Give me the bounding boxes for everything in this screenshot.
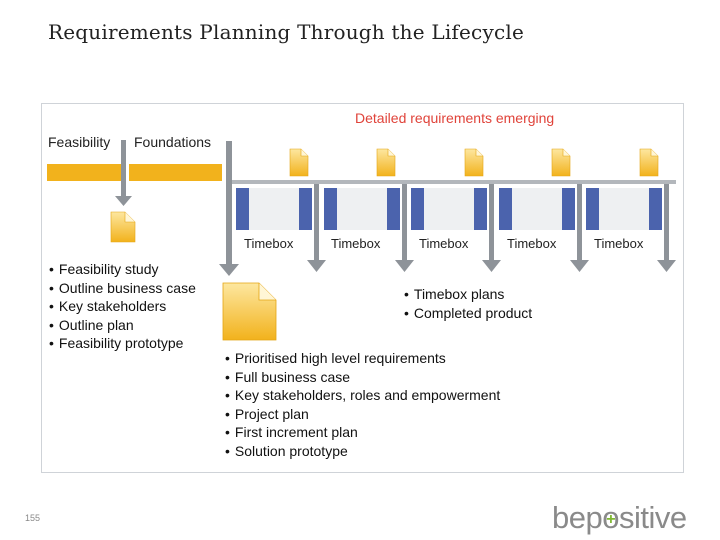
timebox-block: [236, 188, 312, 230]
timebox-outputs-list: Timebox plans Completed product: [404, 285, 532, 322]
feasibility-header: Feasibility: [48, 134, 111, 150]
list-item: Completed product: [404, 304, 532, 323]
document-icon: [376, 148, 396, 177]
timebox-label: Timebox: [419, 236, 469, 251]
plus-icon: +: [606, 510, 616, 528]
foundations-outputs-list: Prioritised high level requirements Full…: [225, 349, 500, 461]
document-icon: [639, 148, 659, 177]
document-icon: [464, 148, 484, 177]
timebox-block: [324, 188, 400, 230]
slide-title: Requirements Planning Through the Lifecy…: [48, 20, 524, 44]
feasibility-phase-bar: [47, 164, 122, 181]
timebox-label: Timebox: [594, 236, 644, 251]
list-item: Outline plan: [49, 316, 196, 335]
timebox-down-arrow: [657, 184, 676, 272]
detailed-requirements-label: Detailed requirements emerging: [355, 110, 555, 126]
feasibility-down-arrow: [115, 140, 132, 206]
list-item: First increment plan: [225, 423, 500, 442]
timebox-block: [499, 188, 575, 230]
timeline-bar: [232, 180, 676, 184]
logo-text-post: sitive: [618, 500, 687, 535]
foundations-header: Foundations: [134, 134, 212, 150]
document-icon: [551, 148, 571, 177]
list-item: Full business case: [225, 368, 500, 387]
timebox-down-arrow: [482, 184, 501, 272]
timebox-block: [586, 188, 662, 230]
logo-text-pre: bep: [552, 500, 603, 535]
list-item: Outline business case: [49, 279, 196, 298]
list-item: Solution prototype: [225, 442, 500, 461]
timebox-label: Timebox: [331, 236, 381, 251]
bepositive-logo: bepo+sitive: [552, 500, 687, 536]
list-item: Timebox plans: [404, 285, 532, 304]
feasibility-outputs-list: Feasibility study Outline business case …: [49, 260, 196, 353]
list-item: Feasibility study: [49, 260, 196, 279]
list-item: Prioritised high level requirements: [225, 349, 500, 368]
timebox-label: Timebox: [507, 236, 557, 251]
feasibility-document-icon: [110, 211, 136, 243]
timebox-down-arrow: [570, 184, 589, 272]
timebox-block: [411, 188, 487, 230]
logo-text-o: o: [602, 500, 619, 535]
timebox-down-arrow: [307, 184, 326, 272]
page-number: 155: [25, 513, 41, 523]
timebox-label: Timebox: [244, 236, 294, 251]
foundations-phase-bar: [129, 164, 222, 181]
list-item: Key stakeholders, roles and empowerment: [225, 386, 500, 405]
list-item: Feasibility prototype: [49, 334, 196, 353]
document-icon: [289, 148, 309, 177]
list-item: Key stakeholders: [49, 297, 196, 316]
foundations-document-icon: [222, 282, 277, 341]
list-item: Project plan: [225, 405, 500, 424]
foundations-down-arrow: [219, 141, 239, 276]
timebox-down-arrow: [395, 184, 414, 272]
